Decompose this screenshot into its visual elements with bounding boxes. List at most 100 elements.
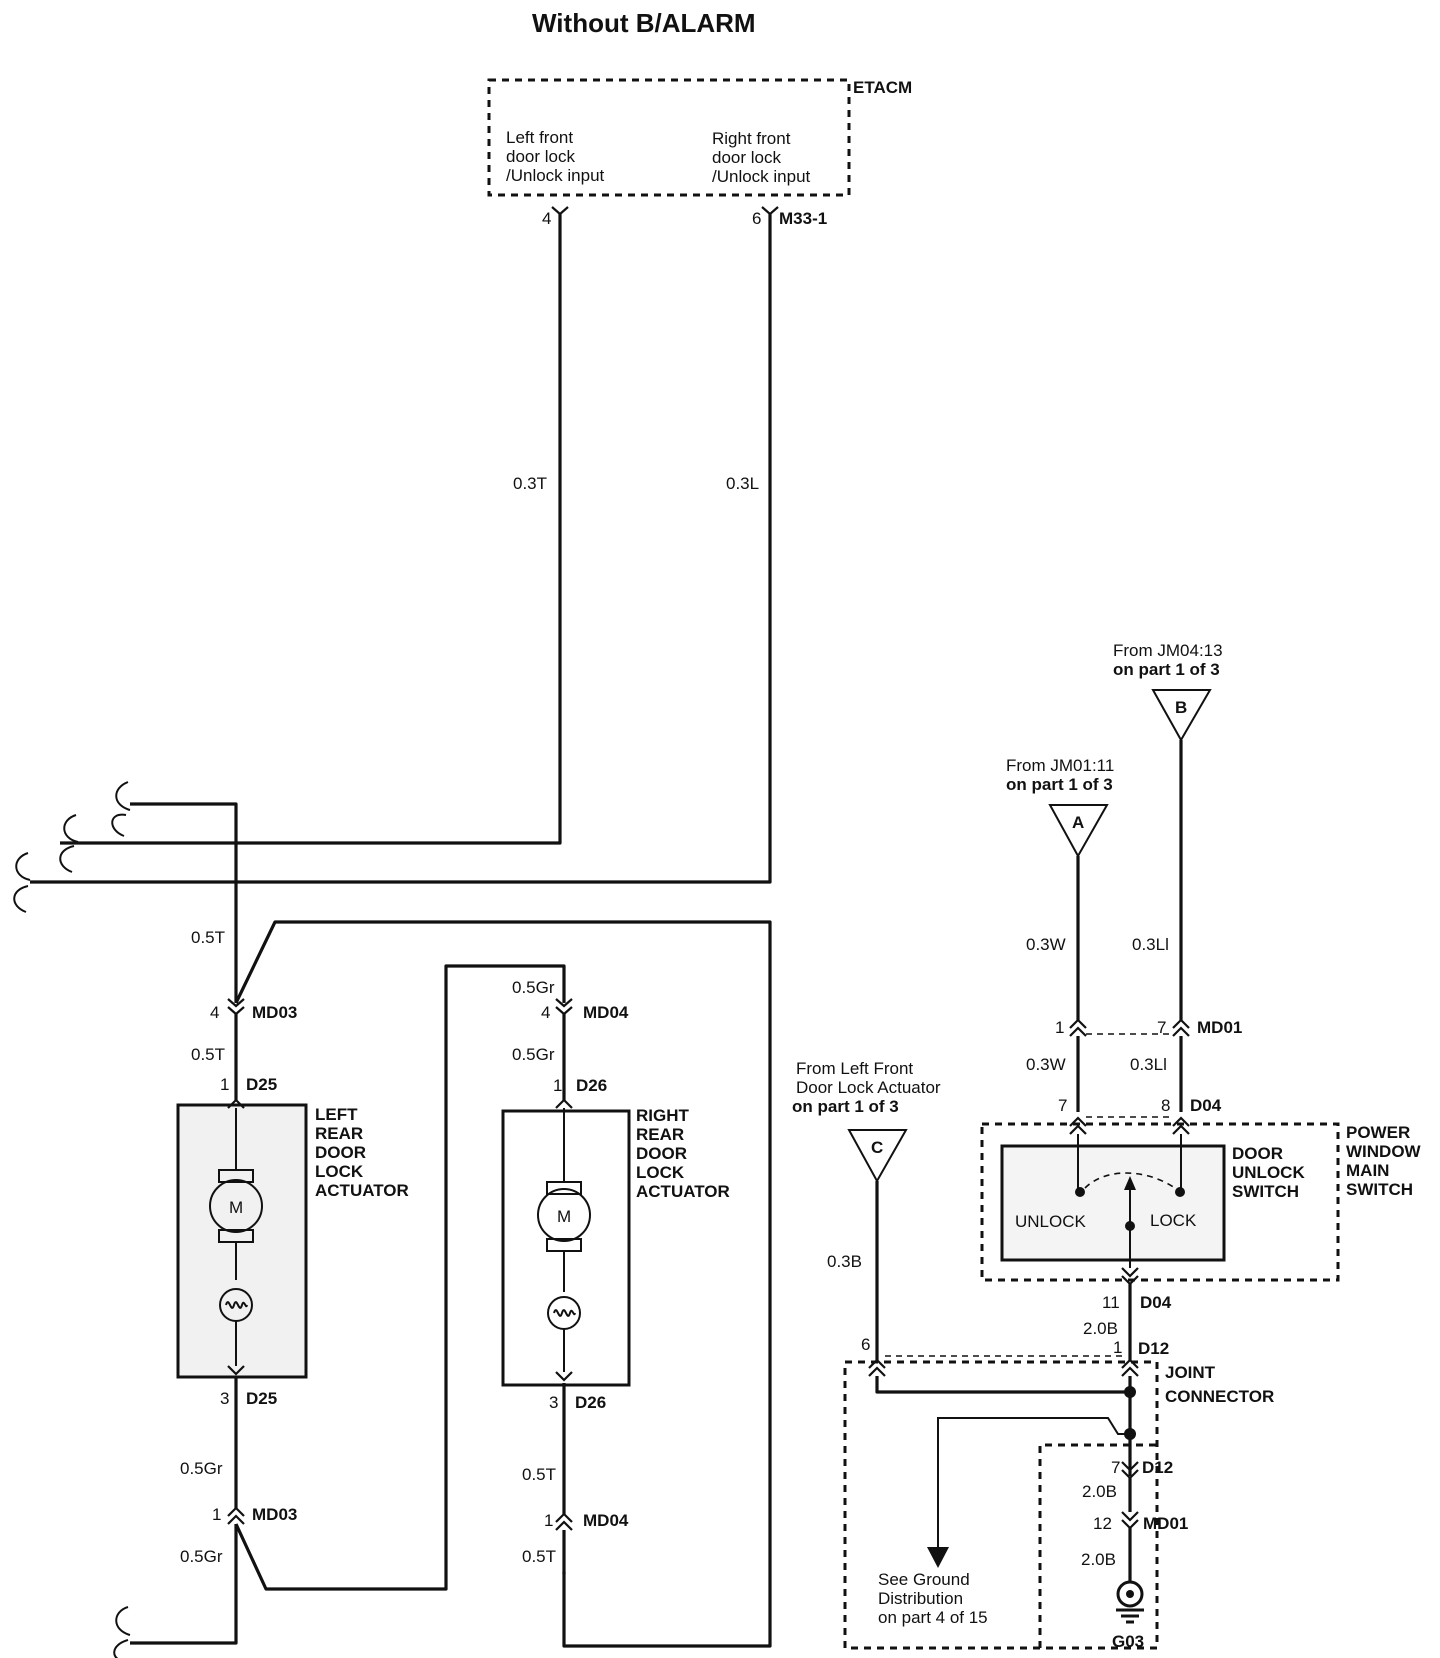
source-b-part: on part 1 of 3 xyxy=(1113,660,1220,679)
wire-label-0-5T-low1: 0.5T xyxy=(522,1465,556,1484)
d12-left-terminal xyxy=(868,1358,886,1377)
wire-break-low-lower xyxy=(13,885,29,913)
md01-right-pin: 7 xyxy=(1157,1018,1166,1037)
wire-label-0-5Gr-low2: 0.5Gr xyxy=(180,1547,223,1566)
md03-bottom-pin: 1 xyxy=(212,1505,221,1524)
etacm-left-input-line2: door lock xyxy=(506,147,575,166)
left-actuator-label-line3: DOOR xyxy=(315,1143,366,1162)
switch-unlock-label: UNLOCK xyxy=(1015,1212,1087,1231)
d04-right-terminal xyxy=(1172,1116,1190,1135)
left-actuator-label-line2: REAR xyxy=(315,1124,363,1143)
source-c-from-line2: Door Lock Actuator xyxy=(796,1078,941,1097)
unlock-contact xyxy=(1075,1187,1085,1197)
etacm-label: ETACM xyxy=(853,78,912,97)
wire-label-0-3L: 0.3L xyxy=(726,474,759,493)
source-c-triangle xyxy=(847,1129,908,1184)
d25-bottom-pin: 3 xyxy=(220,1389,229,1408)
wire-break-bottom xyxy=(115,1606,131,1636)
lock-contact xyxy=(1175,1187,1185,1197)
d04-bottom-connector: D04 xyxy=(1140,1293,1172,1312)
d12-bottom-pin: 7 xyxy=(1111,1458,1120,1477)
left-rear-door-lock-actuator: M xyxy=(176,1098,308,1379)
etacm-left-input-line1: Left front xyxy=(506,128,573,147)
source-a-part: on part 1 of 3 xyxy=(1006,775,1113,794)
ground-g03-icon xyxy=(1116,1580,1144,1624)
wire-label-0-3T: 0.3T xyxy=(513,474,547,493)
md01-bottom-connector: MD01 xyxy=(1143,1514,1188,1533)
wire-break-mid-lower xyxy=(59,845,75,873)
power-window-label-line3: MAIN xyxy=(1346,1161,1389,1180)
power-window-label-line4: SWITCH xyxy=(1346,1180,1413,1199)
md01-right-terminal xyxy=(1172,1018,1190,1037)
d26-top-pin: 1 xyxy=(553,1076,562,1095)
wire-0-3T xyxy=(60,214,562,845)
md04-bottom-connector: MD04 xyxy=(583,1511,629,1530)
d04-left-terminal xyxy=(1069,1116,1087,1135)
source-a-from: From JM01:11 xyxy=(1006,756,1114,775)
right-actuator-label-line2: REAR xyxy=(636,1125,684,1144)
md04-bottom-terminal xyxy=(555,1512,573,1531)
etacm-right-input-line3: /Unlock input xyxy=(712,167,811,186)
wire-label-0-5T-mid: 0.5T xyxy=(191,1045,225,1064)
ground-note-line3: on part 4 of 15 xyxy=(878,1608,988,1627)
source-c-part: on part 1 of 3 xyxy=(792,1097,899,1116)
etacm-pin-4: 4 xyxy=(542,209,551,228)
wire-label-2-0B-2: 2.0B xyxy=(1082,1482,1117,1501)
left-actuator-label-line4: LOCK xyxy=(315,1162,364,1181)
etacm-pin6-terminal xyxy=(761,206,779,216)
d26-top-connector: D26 xyxy=(576,1076,607,1095)
wire-break-top-lower xyxy=(111,813,127,837)
joint-splice-top xyxy=(1124,1386,1136,1398)
door-unlock-switch-line2: UNLOCK xyxy=(1232,1163,1305,1182)
power-window-label-line1: POWER xyxy=(1346,1123,1410,1142)
right-actuator-label-line3: DOOR xyxy=(636,1144,687,1163)
d25-bottom-connector: D25 xyxy=(246,1389,277,1408)
door-unlock-switch-line1: DOOR xyxy=(1232,1144,1283,1163)
ground-note-line1: See Ground xyxy=(878,1570,970,1589)
source-b-letter: B xyxy=(1175,698,1187,717)
d25-top-terminal xyxy=(227,1098,245,1109)
wire-label-2-0B-1: 2.0B xyxy=(1083,1319,1118,1338)
joint-connector-label-line2: CONNECTOR xyxy=(1165,1387,1274,1406)
d26-bottom-pin: 3 xyxy=(549,1393,558,1412)
etacm-left-input-line3: /Unlock input xyxy=(506,166,605,185)
wire-label-0-3W-mid: 0.3W xyxy=(1026,1055,1066,1074)
etacm-right-input-line2: door lock xyxy=(712,148,781,167)
power-window-label-line2: WINDOW xyxy=(1346,1142,1422,1161)
etacm-right-input-line1: Right front xyxy=(712,129,791,148)
door-unlock-switch-line3: SWITCH xyxy=(1232,1182,1299,1201)
left-motor-icon xyxy=(209,1179,263,1233)
md03-top-connector: MD03 xyxy=(252,1003,297,1022)
d12-top-terminal xyxy=(1121,1358,1139,1377)
d26-bottom-terminal xyxy=(555,1371,573,1382)
md04-bottom-pin: 1 xyxy=(544,1511,553,1530)
d04-bottom-pin: 11 xyxy=(1102,1293,1120,1312)
left-actuator-label-line5: ACTUATOR xyxy=(315,1181,409,1200)
wire-label-0-3Ll-mid: 0.3Ll xyxy=(1130,1055,1167,1074)
ground-distribution-arrow xyxy=(927,1547,949,1568)
wire-label-0-3Ll-top: 0.3Ll xyxy=(1132,935,1169,954)
md01-left-terminal xyxy=(1069,1018,1087,1037)
md04-top-connector: MD04 xyxy=(583,1003,629,1022)
switch-arc xyxy=(1084,1172,1176,1189)
wire-label-0-5Gr-mid: 0.5Gr xyxy=(512,1045,555,1064)
left-actuator-label-line1: LEFT xyxy=(315,1105,358,1124)
right-actuator-label-line1: RIGHT xyxy=(636,1106,690,1125)
right-actuator-label-line4: LOCK xyxy=(636,1163,685,1182)
d04-left-pin: 7 xyxy=(1058,1096,1067,1115)
d12-bottom-connector: D12 xyxy=(1142,1458,1173,1477)
joint-connector xyxy=(843,1360,1159,1650)
switch-lock-label: LOCK xyxy=(1150,1211,1197,1230)
wire-break-top xyxy=(115,781,131,811)
md01-bottom-terminal xyxy=(1121,1511,1139,1530)
md03-bottom-terminal xyxy=(227,1506,245,1525)
md04-top-pin: 4 xyxy=(541,1003,550,1022)
wire-label-0-5T-low2: 0.5T xyxy=(522,1547,556,1566)
etacm-connector-m33-1: M33-1 xyxy=(779,209,827,228)
switch-common-contact xyxy=(1125,1221,1135,1231)
wire-label-0-3B: 0.3B xyxy=(827,1252,862,1271)
joint-connector-label-line1: JOINT xyxy=(1165,1363,1216,1382)
md01-left-pin: 1 xyxy=(1055,1018,1064,1037)
wire-break-mid xyxy=(63,814,79,843)
